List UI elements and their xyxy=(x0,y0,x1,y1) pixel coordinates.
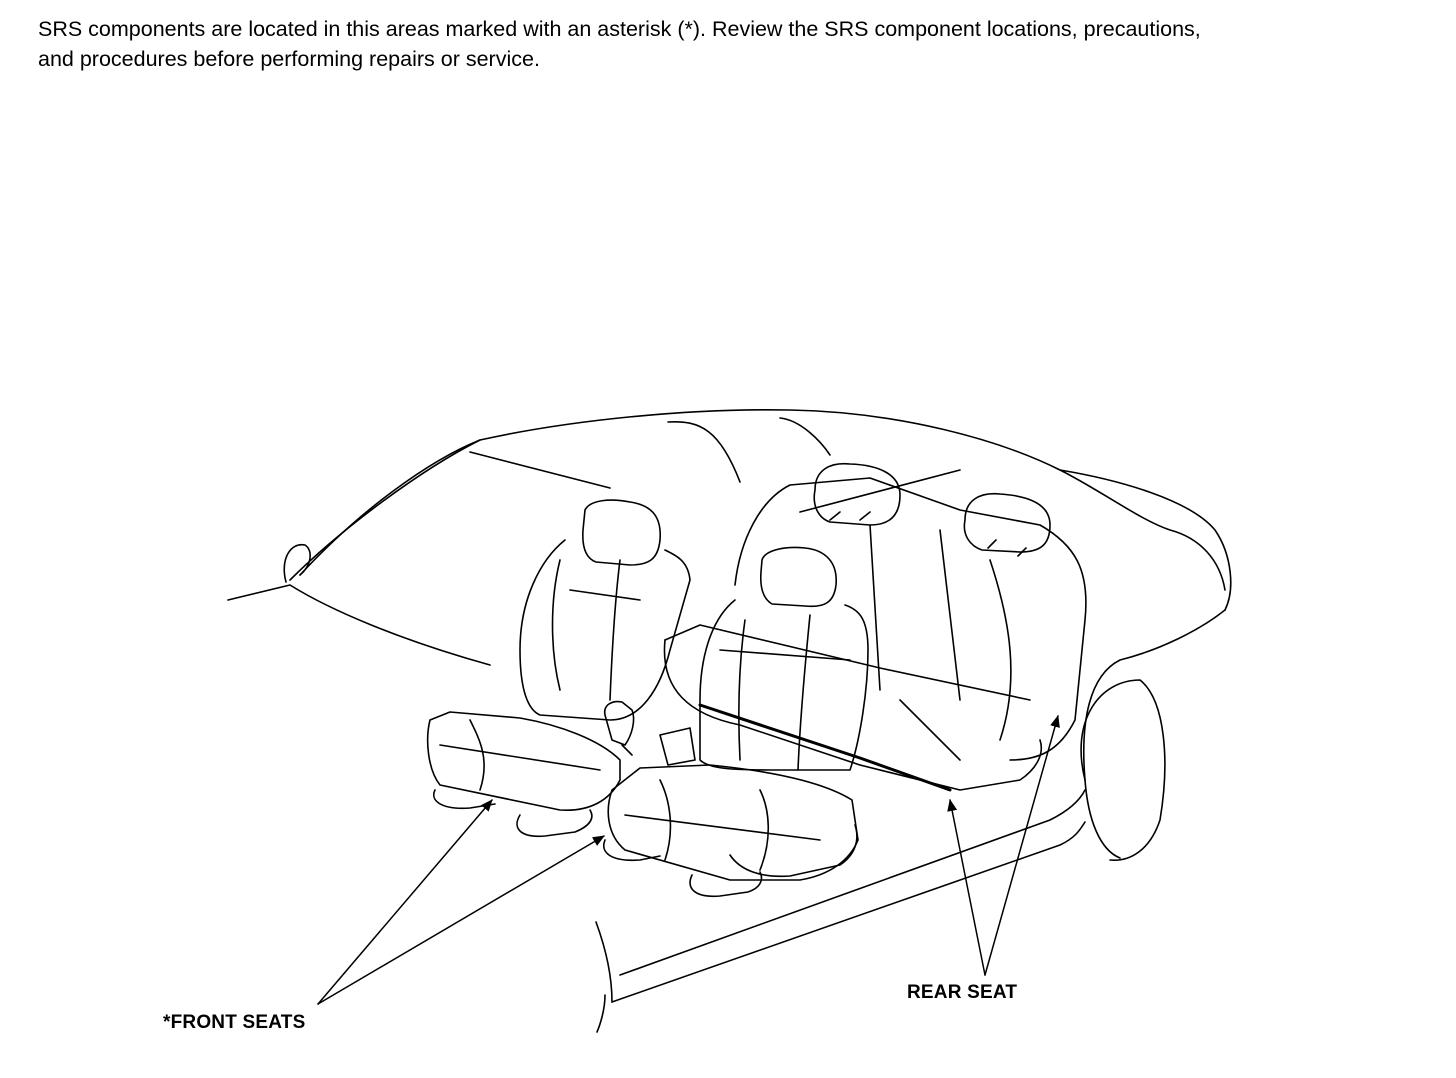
rear-quarter xyxy=(1082,609,1226,859)
rocker-panel-bottom xyxy=(611,821,1086,1003)
door-frame-rear xyxy=(779,417,831,456)
door-frame-front xyxy=(667,420,741,483)
rocker-panel-top xyxy=(619,789,1086,976)
center-console-box xyxy=(659,727,696,766)
left-seat-cushion-stitch xyxy=(439,719,601,791)
rear-parcel-shelf xyxy=(799,469,961,513)
front-seat-right-drawing xyxy=(603,546,869,898)
hood-line xyxy=(227,584,491,666)
mirror xyxy=(283,544,311,583)
windshield-line xyxy=(469,451,611,489)
rear-seat-arrow-left xyxy=(947,799,986,976)
roof-line xyxy=(289,408,1232,611)
front-seats-label: *FRONT SEATS xyxy=(163,1012,306,1033)
front-pillar xyxy=(299,439,481,576)
left-seat-back xyxy=(519,539,691,721)
rear-seat-belt-anchors xyxy=(829,511,1027,557)
rear-headrest-left xyxy=(813,462,901,526)
front-seat-left-drawing xyxy=(426,499,691,838)
rear-headrest-right xyxy=(963,492,1051,553)
wheel-arch xyxy=(1080,679,1166,861)
rear-seat-stitch-4 xyxy=(989,559,1012,741)
right-headrest xyxy=(759,546,837,608)
right-seat-rail-rear xyxy=(689,871,763,898)
body-side-lower xyxy=(596,994,606,1033)
right-seat-back-stitch xyxy=(719,614,851,771)
rear-seat-cushion-edge xyxy=(664,624,1031,701)
right-seat-back xyxy=(699,599,869,771)
rear-seat-stitch-2 xyxy=(939,529,961,701)
right-seat-rail-front xyxy=(603,839,661,862)
front-seats-arrow-left xyxy=(317,799,493,1005)
rear-seat-stitch-3 xyxy=(899,699,961,761)
rear-seat-drawing xyxy=(663,462,1087,792)
right-seat-cushion xyxy=(607,764,859,881)
left-headrest xyxy=(582,499,661,566)
left-seat-rail-front xyxy=(433,789,496,810)
rear-seat-back xyxy=(734,477,1087,761)
right-seat-bolster xyxy=(729,824,858,878)
rear-window xyxy=(1059,469,1226,591)
body-side-front xyxy=(595,921,613,1003)
rear-seat-arrow-right xyxy=(984,715,1060,976)
left-seat-back-stitch xyxy=(551,559,641,701)
left-seat-cushion xyxy=(426,711,621,811)
right-seat-cushion-stitch xyxy=(624,779,821,871)
left-seat-rail-rear xyxy=(516,809,593,838)
intro-text: SRS components are located in this areas… xyxy=(38,14,1438,74)
rear-seat-front-edge xyxy=(698,703,952,792)
seat-belt-buckle xyxy=(603,700,635,756)
rear-seat-cushion xyxy=(663,639,1042,791)
rear-seat-label: REAR SEAT xyxy=(907,982,1018,1003)
intro-line-1: SRS components are located in this areas… xyxy=(38,17,1201,41)
front-seats-arrow-right xyxy=(317,835,605,1005)
rear-seat-stitch-1 xyxy=(869,524,881,691)
front-seats-callout-arrows xyxy=(317,799,605,1005)
intro-line-2: and procedures before performing repairs… xyxy=(38,47,540,71)
rear-seat-callout-arrows xyxy=(947,715,1060,976)
car-body-outline xyxy=(227,408,1232,1033)
